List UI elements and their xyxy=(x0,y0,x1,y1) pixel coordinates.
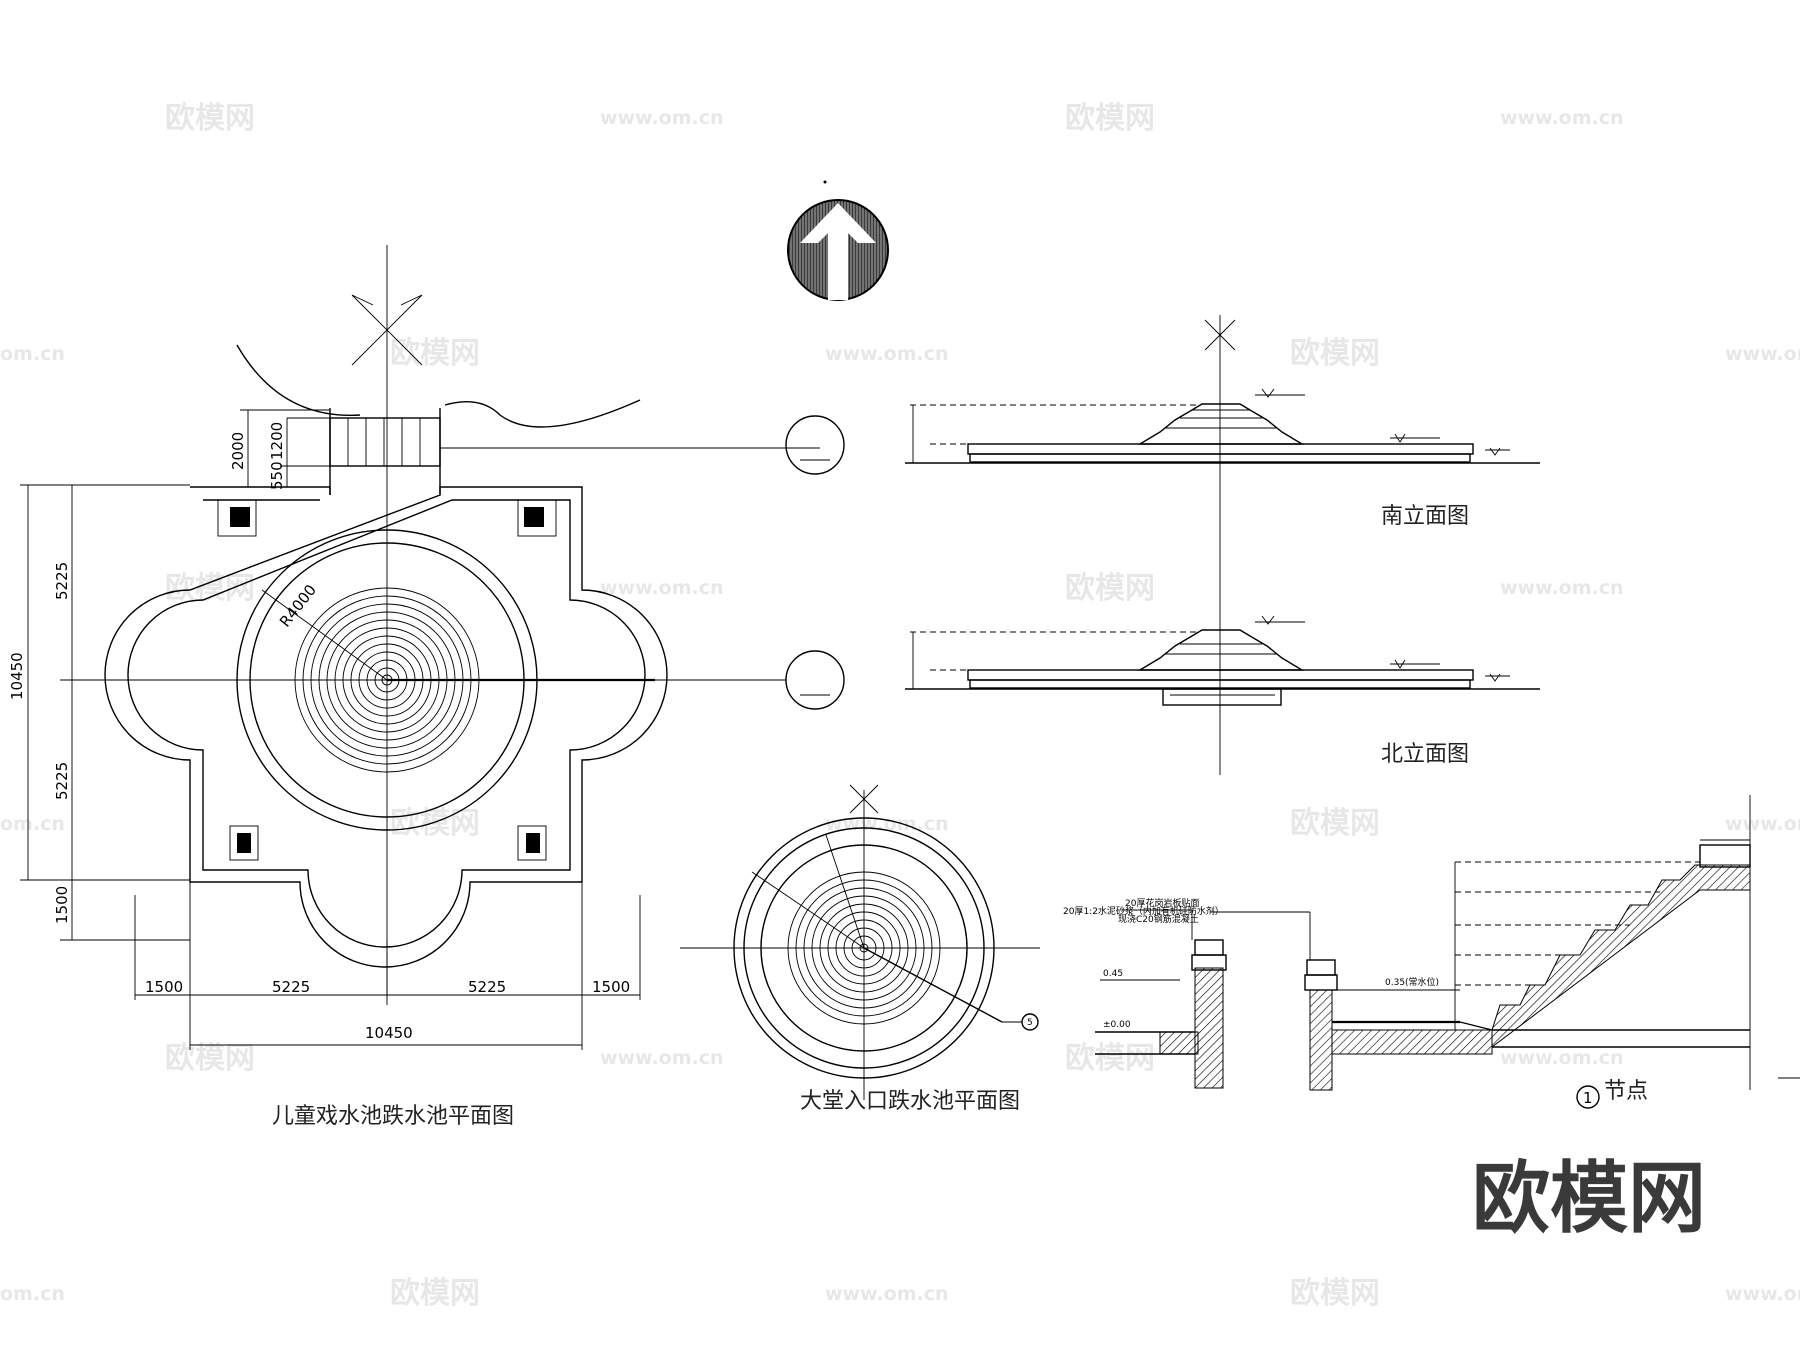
wm-url: www.om.cn xyxy=(1725,813,1800,835)
south-elevation: 南立面图 xyxy=(905,315,1540,775)
brand-logo: 欧模网 xyxy=(1472,1154,1706,1244)
section-marker xyxy=(785,650,845,710)
level-035: 0.35(常水位) xyxy=(1385,976,1439,988)
section-marker xyxy=(785,415,845,475)
path-curve-right xyxy=(444,399,641,428)
pool-outer-outline xyxy=(104,486,668,968)
wm-brand: 欧模网 xyxy=(390,1276,480,1311)
lobby-pool-plan: 5 大堂入口跌水池平面图 xyxy=(680,784,1040,1114)
wm-url: www.om.cn xyxy=(825,813,949,835)
level-045: 0.45 xyxy=(1103,969,1123,979)
wm-url: www.om.cn xyxy=(825,1283,949,1305)
children-pool-plan: R4000 10450 5225 5225 1500 xyxy=(8,245,845,1129)
dim-2000: 2000 xyxy=(229,432,247,470)
pool-inner-outline xyxy=(127,499,646,948)
wm-url: www.om.cn xyxy=(1500,577,1624,599)
elev-base xyxy=(1162,688,1282,706)
entry-steps xyxy=(329,417,441,467)
corner-planter xyxy=(517,825,547,861)
corner-planter xyxy=(229,825,259,861)
wm-url: www.om.cn xyxy=(1725,1283,1800,1305)
north-elevation: 北立面图 xyxy=(905,615,1540,767)
wm-url: www.om.cn xyxy=(600,1047,724,1069)
title-children-pool: 儿童戏水池跌水池平面图 xyxy=(272,1104,514,1129)
title-lobby-pool: 大堂入口跌水池平面图 xyxy=(800,1089,1020,1114)
dim-1500-v: 1500 xyxy=(53,886,71,924)
node-number-circle xyxy=(1576,1085,1600,1109)
node-section: 20厚花岗岩板贴面 20厚1:2水泥砂浆（内加有机硅防水剂） 现浇C20钢筋混凝… xyxy=(1063,795,1800,1109)
note-line2: 20厚1:2水泥砂浆（内加有机硅防水剂） xyxy=(1063,905,1224,917)
corner-planter xyxy=(517,499,557,537)
watermarks: 欧模网 www.om.cn 欧模网 www.om.cn om.cn 欧模网 ww… xyxy=(0,101,1800,1311)
wm-brand: 欧模网 xyxy=(1065,101,1155,136)
wm-url: www.om.cn xyxy=(825,343,949,365)
wm-brand: 欧模网 xyxy=(1065,1041,1155,1076)
dim-1500-left: 1500 xyxy=(145,978,183,996)
dim-5225-left: 5225 xyxy=(272,978,310,996)
wm-url: www.om.cn xyxy=(1500,107,1624,129)
wm-brand: 欧模网 xyxy=(1290,1276,1380,1311)
wm-brand: 欧模网 xyxy=(390,336,480,371)
corner-planter xyxy=(217,499,257,537)
wm-url: www.om.cn xyxy=(600,577,724,599)
dim-10450-h: 10450 xyxy=(365,1024,413,1042)
wm-brand: 欧模网 xyxy=(165,1041,255,1076)
wm-url: om.cn xyxy=(0,813,65,835)
dim-1200: 1200 xyxy=(268,422,286,460)
dim-10450-v: 10450 xyxy=(8,652,26,700)
dim-550: 550 xyxy=(268,461,286,490)
title-north-elevation: 北立面图 xyxy=(1381,742,1469,767)
note-line1: 20厚花岗岩板贴面 xyxy=(1125,897,1199,909)
wm-url: om.cn xyxy=(0,343,65,365)
wm-brand: 欧模网 xyxy=(1290,336,1380,371)
wm-brand: 欧模网 xyxy=(390,806,480,841)
wm-brand: 欧模网 xyxy=(165,571,255,606)
wm-brand: 欧模网 xyxy=(165,101,255,136)
wm-url: www.om.cn xyxy=(1500,1047,1624,1069)
title-node: 节点 xyxy=(1604,1079,1648,1104)
north-arrow-icon xyxy=(787,180,889,301)
dim-1500-right: 1500 xyxy=(592,978,630,996)
dim-5225-bottom: 5225 xyxy=(53,762,71,800)
dim-5225-top: 5225 xyxy=(53,562,71,600)
radius-label: R4000 xyxy=(276,581,320,630)
section-marker xyxy=(1021,1013,1039,1031)
path-curve-left xyxy=(236,344,361,416)
dimension-vertical: 10450 5225 5225 1500 2000 1200 550 xyxy=(8,409,330,941)
dimension-horizontal: 1500 5225 5225 1500 10450 xyxy=(134,882,641,1050)
wm-url: om.cn xyxy=(0,1283,65,1305)
dim-5225-right: 5225 xyxy=(468,978,506,996)
title-south-elevation: 南立面图 xyxy=(1381,504,1469,529)
level-000: ±0.00 xyxy=(1103,1020,1131,1030)
wm-url: www.om.cn xyxy=(1725,343,1800,365)
wm-brand: 欧模网 xyxy=(1065,571,1155,606)
wm-brand: 欧模网 xyxy=(1290,806,1380,841)
node-number: 1 xyxy=(1583,1089,1593,1107)
note-line3: 现浇C20钢筋混凝土 xyxy=(1118,913,1199,925)
section-mark-label: 5 xyxy=(1027,1018,1033,1028)
wm-url: www.om.cn xyxy=(600,107,724,129)
